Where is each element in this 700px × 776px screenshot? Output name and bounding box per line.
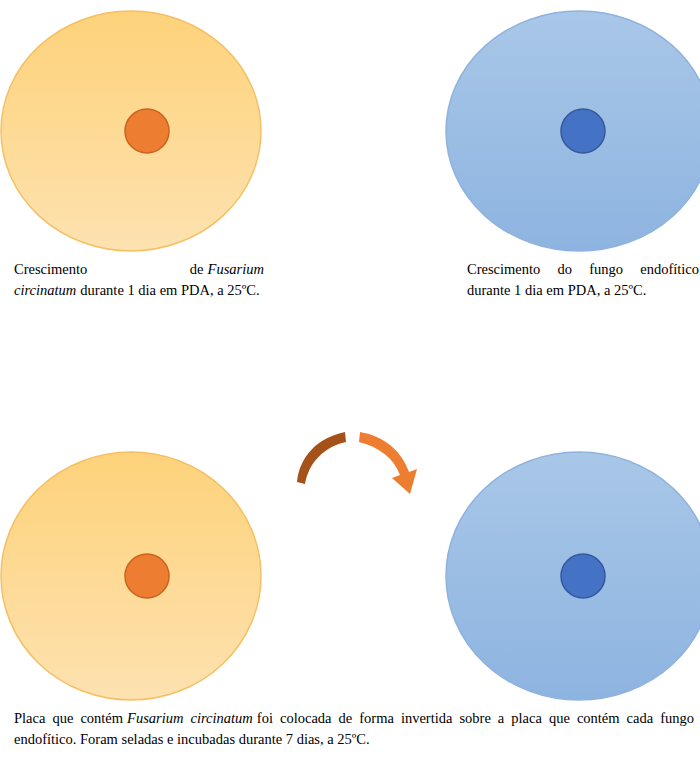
- caption-text: Crescimento de: [14, 261, 204, 277]
- plate-caption: Crescimento deFusarium circinatumdurante…: [14, 259, 264, 301]
- procedure-caption: Placa que contémFusarium circinatumfoi c…: [14, 708, 694, 750]
- endophyte-plate: [446, 11, 700, 251]
- fusarium-plate: [1, 452, 261, 700]
- caption-text: Placa que contém: [14, 710, 123, 726]
- inversion-arrow: [297, 432, 417, 494]
- caption-text: Crescimento do fungo endofítico durante …: [467, 261, 699, 298]
- species-name: Fusarium circinatum: [127, 710, 253, 726]
- endophyte-plate: [446, 452, 700, 700]
- caption-text: durante 1 dia em PDA, a 25ºC.: [80, 282, 259, 298]
- fusarium-plate: [1, 11, 261, 251]
- plate-caption: Crescimento do fungo endofítico durante …: [467, 259, 699, 301]
